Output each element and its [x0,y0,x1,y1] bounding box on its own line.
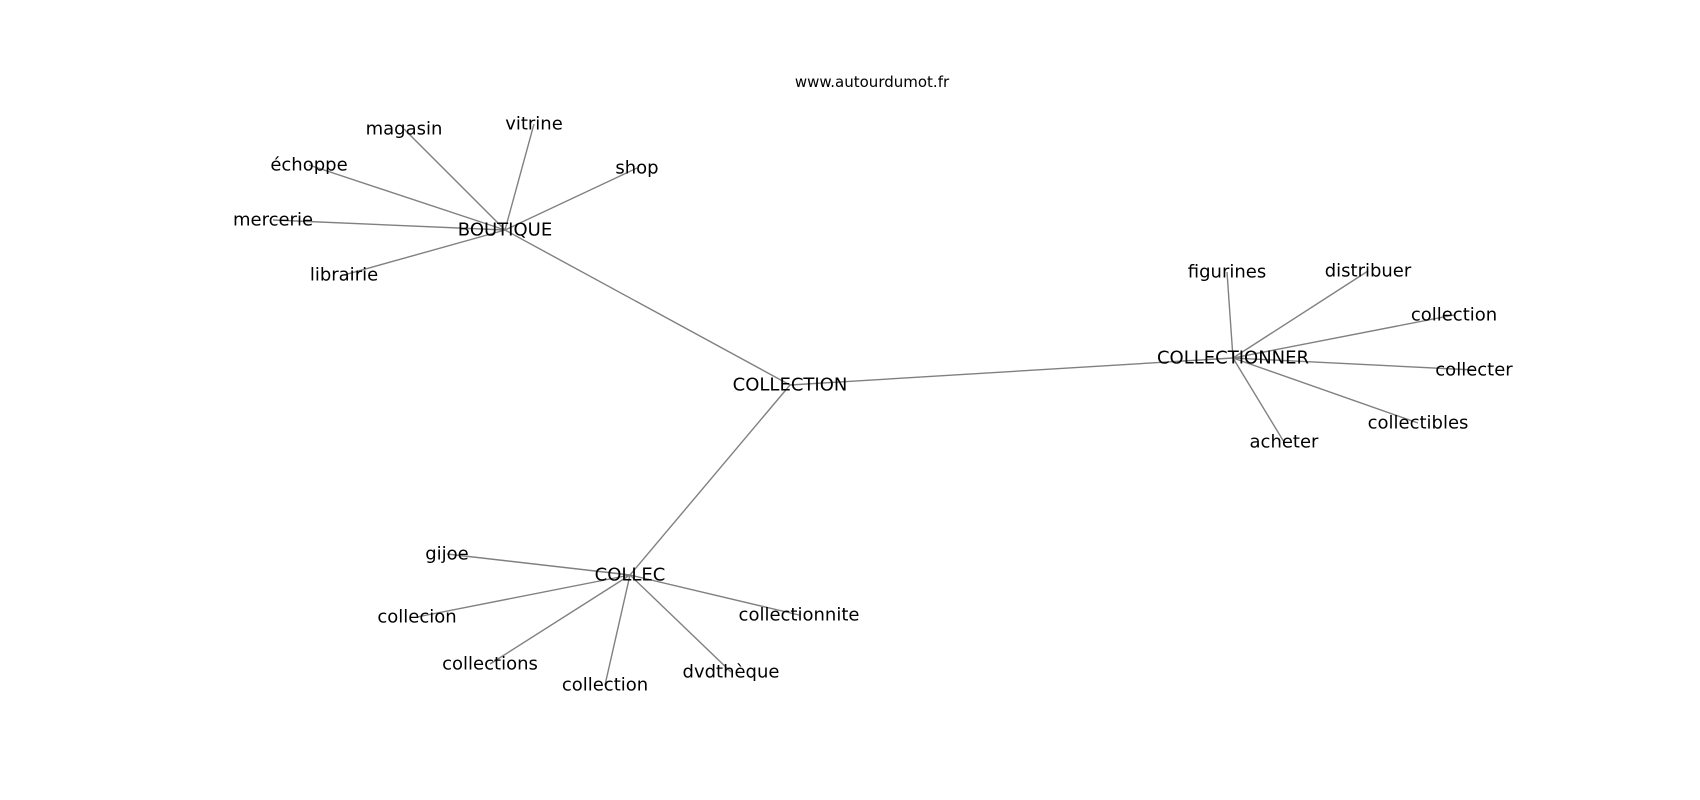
word-node-mercerie[interactable]: mercerie [233,210,313,231]
word-node-echoppe[interactable]: échoppe [270,155,347,176]
word-node-shop[interactable]: shop [615,158,658,179]
center-node-collection[interactable]: COLLECTION [733,375,848,396]
edge-boutique-echoppe [308,164,506,231]
edge-collec-dvdtheque [629,574,732,673]
edge-boutique-mercerie [272,219,506,231]
edge-collectionner-collectibles [1232,357,1419,424]
edge-boutique-vitrine [504,123,535,231]
word-node-gijoe[interactable]: gijoe [425,544,469,565]
hub-node-collectionner[interactable]: COLLECTIONNER [1157,348,1309,369]
edge-collec-gijoe [446,553,631,576]
word-node-collection[interactable]: collection [562,675,648,696]
word-node-distribuer[interactable]: distribuer [1325,261,1412,282]
hub-node-boutique[interactable]: BOUTIQUE [458,220,552,241]
edge-boutique-magasin [403,128,506,231]
word-node-librairie[interactable]: librairie [310,265,378,286]
word-node-figurines[interactable]: figurines [1188,262,1266,283]
edge-collec-collections [489,574,631,665]
word-node-collectionnite[interactable]: collectionnite [739,605,860,626]
edge-collectionner-collecter [1232,357,1475,371]
edge-boutique-librairie [343,229,506,276]
word-node-acheter[interactable]: acheter [1250,432,1320,453]
edge-center-collectionner [789,357,1234,386]
edge-collectionner-acheter [1232,357,1285,443]
word-node-magasin[interactable]: magasin [366,119,443,140]
edge-collectionner-figurines [1226,271,1234,359]
edge-center-boutique [504,229,791,386]
word-node-collecter[interactable]: collecter [1435,360,1513,381]
edge-collec-collecion [416,574,631,618]
word-node-collections[interactable]: collections [442,654,538,675]
edge-collectionner-distribuer [1232,270,1369,359]
site-url: www.autourdumot.fr [795,73,950,91]
word-node-dvdtheque[interactable]: dvdthèque [683,662,780,683]
word-node-collectibles[interactable]: collectibles [1368,413,1469,434]
word-node-collecion[interactable]: collecion [377,607,456,628]
graph-labels: COLLECTION BOUTIQUE magasin vitrine shop écho… [233,114,1513,696]
edge-center-collec [629,384,791,576]
word-node-vitrine[interactable]: vitrine [505,114,563,135]
hub-node-collec[interactable]: COLLEC [595,565,666,586]
edge-boutique-shop [504,167,638,231]
word-node-collection[interactable]: collection [1411,305,1497,326]
edge-collectionner-collection [1232,314,1455,359]
edge-collec-collectionnite [629,574,800,616]
graph-edges [272,123,1475,686]
edge-collec-collection [604,574,631,686]
